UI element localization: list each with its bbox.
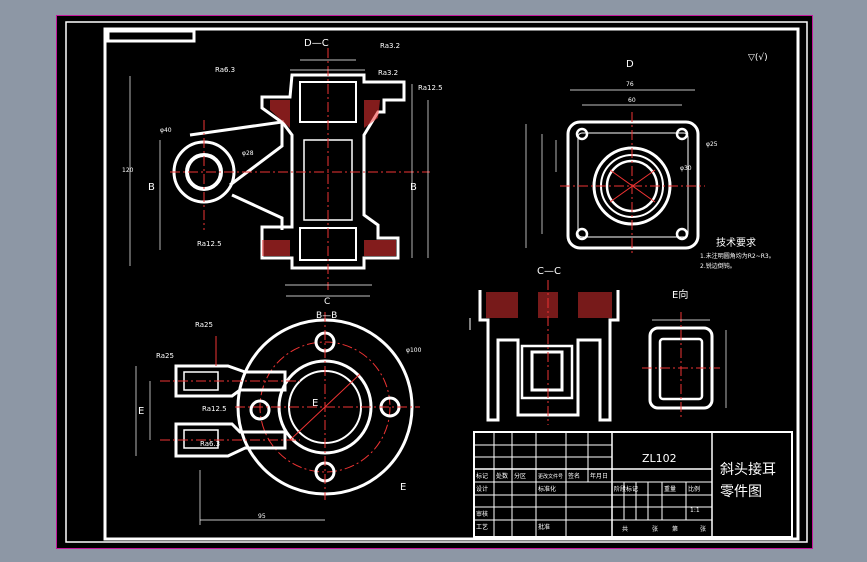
- section-bb-label: B—B: [316, 311, 337, 321]
- view-d: [525, 89, 705, 256]
- roughness-mark: Ra12.5: [418, 84, 443, 92]
- roughness-mark: Ra25: [156, 352, 174, 360]
- title-cell: 重量: [664, 485, 676, 493]
- title-cell: 工艺: [476, 523, 488, 531]
- cut-e-right: E: [400, 482, 406, 493]
- cut-b-right: B: [410, 182, 417, 193]
- title-cell: 张: [700, 525, 706, 533]
- roughness-general: ▽(√): [748, 52, 768, 63]
- cut-e-left: E: [138, 406, 144, 417]
- tech-req-heading: 技术要求: [716, 236, 756, 249]
- section-cc-label: C—C: [537, 266, 561, 277]
- dim-text: φ30: [680, 165, 692, 172]
- title-cell: 共: [622, 525, 628, 533]
- roughness-mark: Ra12.5: [197, 240, 222, 248]
- view-e: [642, 312, 727, 420]
- section-dc-label: D—C: [304, 38, 329, 49]
- title-cell: 标记: [476, 472, 488, 480]
- part-name-line-1: 斜头接耳: [720, 461, 776, 478]
- title-cell: 阶段标记: [614, 485, 638, 493]
- outer-border: [65, 21, 808, 543]
- section-view-bb: [135, 312, 420, 525]
- title-cell: 分区: [514, 472, 526, 480]
- section-view-cc: [469, 280, 620, 425]
- roughness-mark: Ra25: [195, 321, 213, 329]
- dim-text: 60: [628, 97, 636, 104]
- dim-text: φ25: [706, 141, 718, 148]
- cut-b-left: B: [148, 182, 155, 193]
- title-cell: 张: [652, 525, 658, 533]
- title-cell: 审核: [476, 510, 488, 518]
- roughness-mark: Ra3.2: [378, 69, 398, 77]
- roughness-mark: Ra6.3: [215, 66, 235, 74]
- drawing-sheet: [56, 15, 813, 549]
- title-cell: 1:1: [690, 507, 700, 514]
- dim-text: 120: [122, 167, 134, 174]
- view-e-label: E向: [672, 288, 688, 301]
- title-cell: 年月日: [590, 472, 608, 480]
- inner-border: [103, 27, 800, 541]
- section-view-dc: [129, 48, 430, 297]
- dim-text: 95: [258, 513, 266, 520]
- dim-text: φ28: [242, 150, 254, 157]
- code-box: [106, 29, 196, 43]
- title-block: [473, 431, 793, 538]
- title-cell: 更改文件号: [538, 473, 563, 480]
- dim-text: φ100: [406, 347, 422, 354]
- title-cell: 第: [672, 525, 678, 533]
- view-d-label: D: [626, 59, 634, 70]
- dim-text: φ40: [160, 127, 172, 134]
- roughness-mark: Ra3.2: [380, 42, 400, 50]
- part-code: ZL102: [642, 452, 677, 465]
- roughness-mark: Ra6.3: [200, 440, 220, 448]
- tech-req-line-1: 1.未注明圆角均为R2~R3。: [700, 252, 775, 260]
- cut-c-label: C: [324, 297, 330, 307]
- roughness-mark: Ra12.5: [202, 405, 227, 413]
- part-name-line-2: 零件图: [720, 484, 762, 500]
- dim-text: 76: [626, 81, 634, 88]
- title-cell: 处数: [496, 472, 508, 480]
- cut-e-center: E: [312, 398, 318, 409]
- title-cell: 设计: [476, 485, 488, 493]
- tech-req-line-2: 2.锐边倒钝。: [700, 262, 736, 270]
- title-cell: 标准化: [538, 485, 556, 493]
- title-cell: 比例: [688, 485, 700, 493]
- title-cell: 签名: [568, 472, 580, 480]
- title-cell: 批准: [538, 523, 550, 531]
